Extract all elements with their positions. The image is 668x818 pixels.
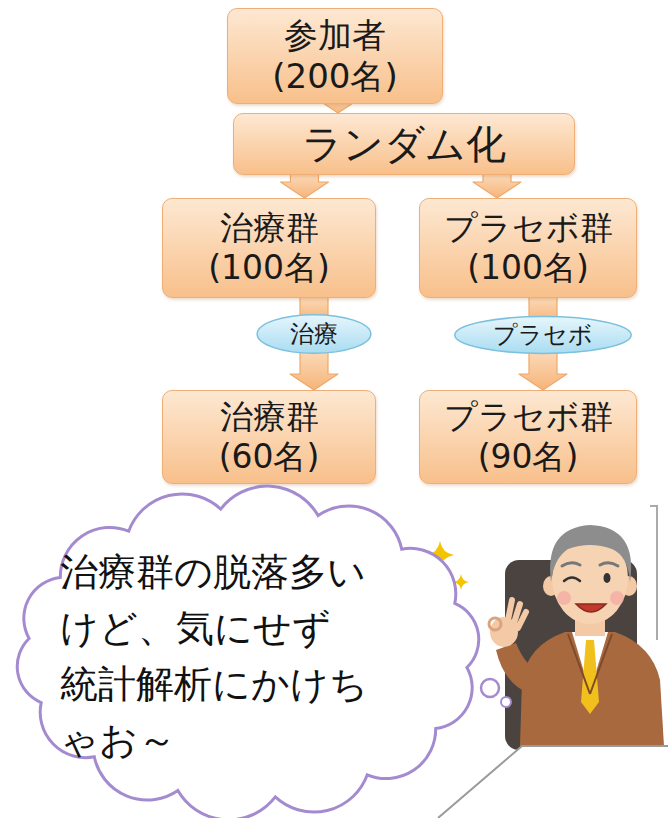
hair <box>550 525 631 582</box>
node-text: プラセボ <box>493 321 593 350</box>
intervention-ellipse: プラセボ <box>453 315 633 355</box>
node-text: プラセボ群 (100名) <box>430 208 626 287</box>
intervention-ellipse: 治療 <box>256 313 372 355</box>
randomization-box: ランダム化 <box>233 113 575 175</box>
node-text: 治療群 (100名) <box>173 208 365 287</box>
blush <box>557 591 571 605</box>
blush <box>610 591 624 605</box>
group-box: プラセボ群 (90名) <box>419 390 637 484</box>
suit <box>520 632 664 746</box>
block-arrow <box>473 173 521 198</box>
block-arrow <box>281 173 329 198</box>
fingers <box>508 600 526 628</box>
node-text: 治療 <box>290 320 338 349</box>
desk-edge <box>438 746 668 818</box>
group-box: 治療群 (100名) <box>162 198 376 298</box>
group-box: プラセボ群 (100名) <box>419 198 637 298</box>
cloud-outline <box>12 492 484 814</box>
thought-cloud: 治療群の脱落多いけど、気にせず統計解析にかけちゃお～ <box>12 492 484 814</box>
node-text: ランダム化 <box>302 120 506 168</box>
node-text: 治療群の脱落多いけど、気にせず統計解析にかけちゃお～ <box>60 545 368 768</box>
ok-sign <box>489 618 501 630</box>
block-arrow <box>519 349 567 390</box>
node-text: 参加者(200名) <box>238 15 432 97</box>
lapel <box>568 634 612 694</box>
mouth <box>576 604 606 612</box>
participants-box: 参加者(200名) <box>227 8 443 104</box>
frame-line <box>650 506 657 640</box>
arm <box>496 643 542 694</box>
thought-dot <box>501 697 511 707</box>
group-box: 治療群 (60名) <box>162 390 376 484</box>
thought-dot <box>481 679 499 697</box>
desk <box>438 746 668 818</box>
eyebrow <box>562 563 618 566</box>
node-text: プラセボ群 (90名) <box>430 397 626 476</box>
node-text: 治療群 (60名) <box>173 397 365 476</box>
wink-eye <box>564 578 580 582</box>
eye <box>604 573 611 583</box>
block-arrow <box>290 349 338 390</box>
